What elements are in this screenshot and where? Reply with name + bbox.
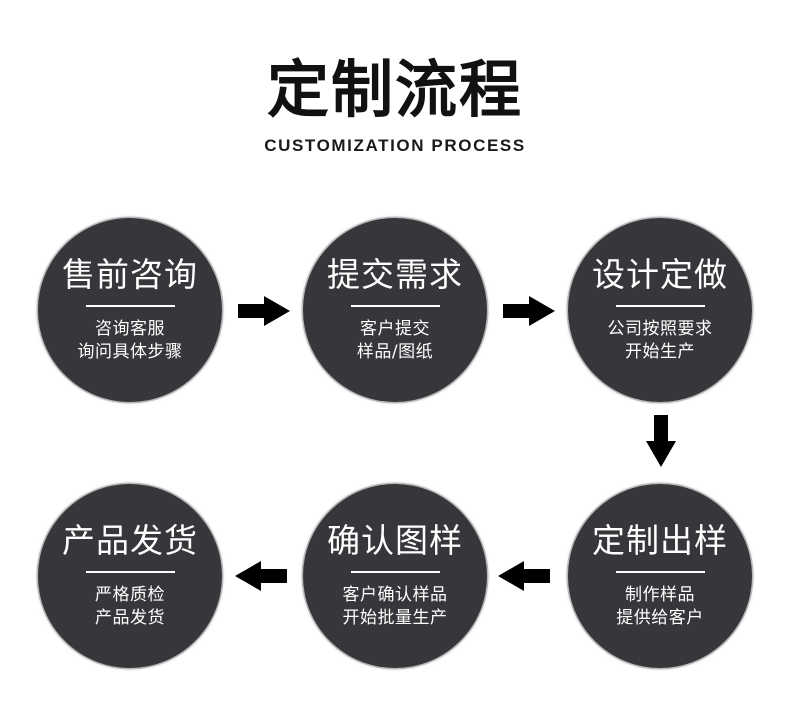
- arrow-down-icon: [646, 415, 676, 467]
- step-desc-line: 开始批量生产: [342, 608, 448, 628]
- step-desc-line: 咨询客服: [95, 319, 165, 339]
- step-divider: [351, 571, 440, 573]
- step-desc-line: 制作样品: [625, 585, 695, 605]
- step-confirm-sample: 确认图样 客户确认样品 开始批量生产: [303, 484, 487, 668]
- step-desc-line: 产品发货: [95, 608, 165, 628]
- arrow-left-icon: [498, 561, 550, 591]
- step-desc-line: 提供给客户: [616, 608, 704, 628]
- step-title: 定制出样: [592, 521, 728, 560]
- step-desc-line: 询问具体步骤: [77, 342, 183, 362]
- step-submit-requirements: 提交需求 客户提交 样品/图纸: [303, 218, 487, 402]
- step-description: 客户提交 样品/图纸: [303, 318, 487, 364]
- step-description: 严格质检 产品发货: [38, 584, 222, 630]
- step-desc-line: 样品/图纸: [356, 342, 434, 362]
- step-description: 公司按照要求 开始生产: [568, 318, 752, 364]
- arrow-right-icon: [238, 296, 290, 326]
- arrow-right-icon: [503, 296, 555, 326]
- step-product-shipping: 产品发货 严格质检 产品发货: [38, 484, 222, 668]
- step-design-custom: 设计定做 公司按照要求 开始生产: [568, 218, 752, 402]
- step-desc-line: 客户确认样品: [342, 585, 448, 605]
- step-desc-line: 客户提交: [360, 319, 430, 339]
- step-desc-line: 公司按照要求: [607, 319, 713, 339]
- step-title: 产品发货: [62, 521, 198, 560]
- step-desc-line: 开始生产: [625, 342, 695, 362]
- page-subtitle: CUSTOMIZATION PROCESS: [264, 136, 526, 155]
- page-title: 定制流程: [266, 53, 523, 126]
- step-divider: [616, 571, 705, 573]
- step-title: 确认图样: [327, 521, 463, 560]
- step-description: 制作样品 提供给客户: [568, 584, 752, 630]
- step-title: 设计定做: [592, 255, 728, 294]
- step-description: 咨询客服 询问具体步骤: [38, 318, 222, 364]
- step-description: 客户确认样品 开始批量生产: [303, 584, 487, 630]
- step-desc-line: 严格质检: [95, 585, 165, 605]
- step-make-sample: 定制出样 制作样品 提供给客户: [568, 484, 752, 668]
- step-pre-sales-consultation: 售前咨询 咨询客服 询问具体步骤: [38, 218, 222, 402]
- step-divider: [86, 571, 175, 573]
- step-title: 售前咨询: [62, 255, 198, 294]
- step-divider: [616, 305, 705, 307]
- arrow-left-icon: [235, 561, 287, 591]
- step-divider: [86, 305, 175, 307]
- step-divider: [351, 305, 440, 307]
- step-title: 提交需求: [327, 255, 463, 294]
